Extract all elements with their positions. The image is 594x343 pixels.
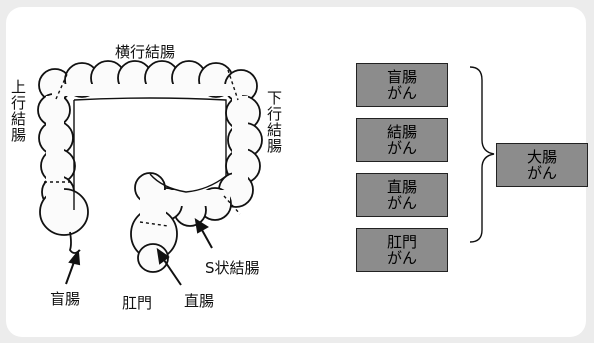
box-large-intestine-cancer: 大腸 がん: [496, 143, 588, 187]
label-rectum: 直腸: [184, 292, 215, 310]
label-descending-colon: 下行結腸: [265, 90, 283, 154]
label-anus: 肛門: [122, 294, 153, 312]
label-sigmoid-colon: S状結腸: [205, 259, 260, 277]
label-transverse-colon: 横行結腸: [115, 43, 176, 61]
label-cecum: 盲腸: [50, 290, 81, 308]
box-rectal-cancer: 直腸 がん: [356, 173, 448, 217]
box-colon-cancer: 結腸 がん: [356, 118, 448, 162]
box-cecum-cancer: 盲腸 がん: [356, 63, 448, 107]
box-anal-cancer: 肛門 がん: [356, 228, 448, 272]
label-ascending-colon: 上行結腸: [9, 79, 27, 143]
